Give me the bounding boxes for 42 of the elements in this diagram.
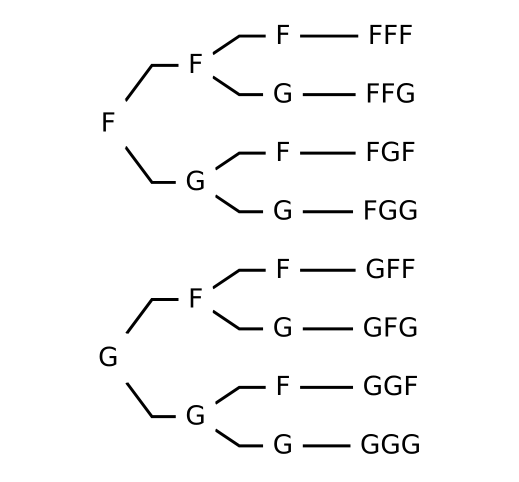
node-text: FFG [365, 80, 416, 110]
node-text: G [272, 196, 293, 227]
node-text: G [272, 80, 293, 110]
node-text: G [185, 402, 206, 432]
connector [214, 194, 264, 214]
connector [302, 210, 353, 214]
node-text: F [100, 108, 116, 139]
node-text: F [275, 21, 290, 51]
connector [212, 268, 266, 290]
node-text: GFF [365, 255, 416, 286]
connector [214, 152, 266, 170]
node-text: FGF [365, 138, 416, 168]
connector [302, 327, 353, 330]
node-text: F [188, 284, 204, 314]
connector [302, 444, 350, 448]
connector [124, 146, 176, 184]
connector [212, 310, 264, 330]
connector [300, 152, 356, 155]
connector [214, 428, 264, 448]
node-text: F [275, 372, 290, 402]
connector [125, 382, 176, 418]
node-text: GGF [362, 372, 418, 402]
node-text: F [275, 138, 290, 168]
node-text: F [188, 50, 204, 80]
connector [300, 34, 358, 38]
connector [300, 268, 356, 272]
node-text: F [275, 255, 290, 286]
node-text: GGG [360, 430, 422, 461]
connector [300, 386, 353, 389]
connector [125, 298, 178, 334]
node-text: G [98, 343, 118, 374]
node-text: GFG [362, 314, 418, 344]
connector [124, 64, 178, 102]
connector [212, 76, 264, 96]
connector [214, 386, 266, 405]
node-text: G [272, 430, 293, 461]
node-text: FGG [362, 196, 418, 227]
node-text: G [185, 168, 206, 198]
node-text: FFF [368, 21, 414, 51]
connector [212, 34, 266, 56]
connector [302, 93, 356, 96]
node-text: G [272, 314, 293, 344]
